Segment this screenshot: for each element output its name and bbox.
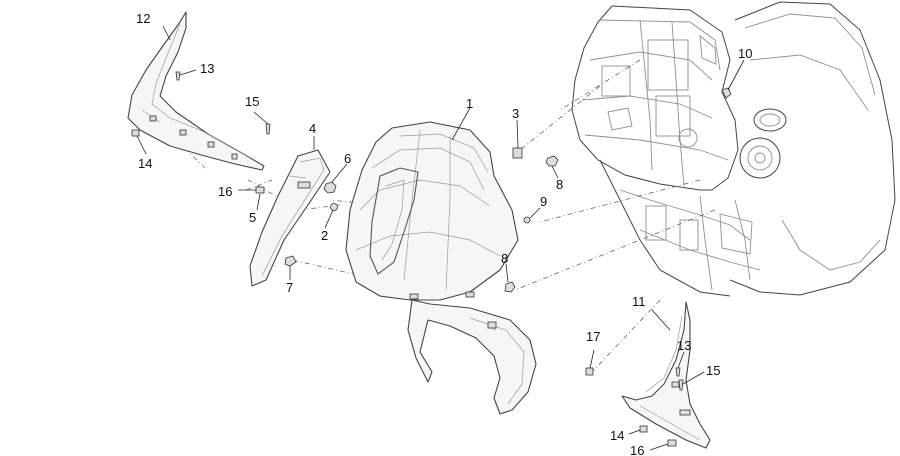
hardware-pieces: [131, 71, 732, 447]
part-8-nut-lower: [504, 281, 516, 293]
part-11-lower-side-trim: [621, 301, 711, 449]
leader-lines: [136, 25, 745, 451]
part-14-clip-lower: [639, 425, 648, 433]
scooter-frame-chassis: [571, 1, 896, 297]
callout-10: 10: [738, 46, 752, 61]
part-4-front-emblem-strip: [249, 149, 331, 287]
callout-5: 5: [249, 210, 256, 225]
callout-11: 11: [632, 294, 646, 309]
callout-14-lower: 14: [610, 428, 624, 443]
callout-13-lower: 13: [677, 338, 691, 353]
part-13-screw-upper: [175, 71, 181, 81]
callout-14-upper: 14: [138, 156, 152, 171]
callout-1: 1: [466, 96, 473, 111]
callout-16-upper: 16: [218, 184, 232, 199]
part-15-screw-lower: [678, 379, 684, 391]
callout-17: 17: [586, 329, 600, 344]
part-1-front-shield: [345, 121, 537, 415]
callout-13-upper: 13: [200, 61, 214, 76]
part-9-screw: [523, 216, 531, 224]
callout-4: 4: [309, 121, 316, 136]
part-12-front-upper-trim: [127, 11, 265, 171]
part-16-clip-upper: [255, 186, 265, 194]
callout-labels: 1 2 3 4 5 6 7 8 8 9 10 11 12 13 13 14 14…: [136, 11, 752, 456]
callout-12: 12: [136, 11, 150, 26]
part-17-clip: [585, 367, 594, 376]
part-13-screw-lower: [675, 367, 681, 377]
part-8-nut-upper: [545, 155, 559, 167]
part-16-clip-lower: [667, 439, 677, 447]
callout-16-lower: 16: [630, 443, 644, 456]
part-6-nut: [323, 181, 337, 194]
part-7-clip: [284, 255, 297, 267]
callout-6: 6: [344, 151, 351, 166]
part-10-bolt: [721, 87, 732, 99]
part-3-clip: [512, 147, 523, 159]
callout-15-upper: 15: [245, 94, 259, 109]
part-14-clip-upper: [131, 129, 140, 137]
callout-8-upper: 8: [556, 177, 563, 192]
callout-3: 3: [512, 106, 519, 121]
callout-8-lower: 8: [501, 251, 508, 266]
part-15-screw-upper: [265, 123, 271, 135]
part-2-screw: [330, 203, 338, 211]
callout-9: 9: [540, 194, 547, 209]
callout-15-lower: 15: [706, 363, 720, 378]
callout-2: 2: [321, 228, 328, 243]
callout-7: 7: [286, 280, 293, 295]
